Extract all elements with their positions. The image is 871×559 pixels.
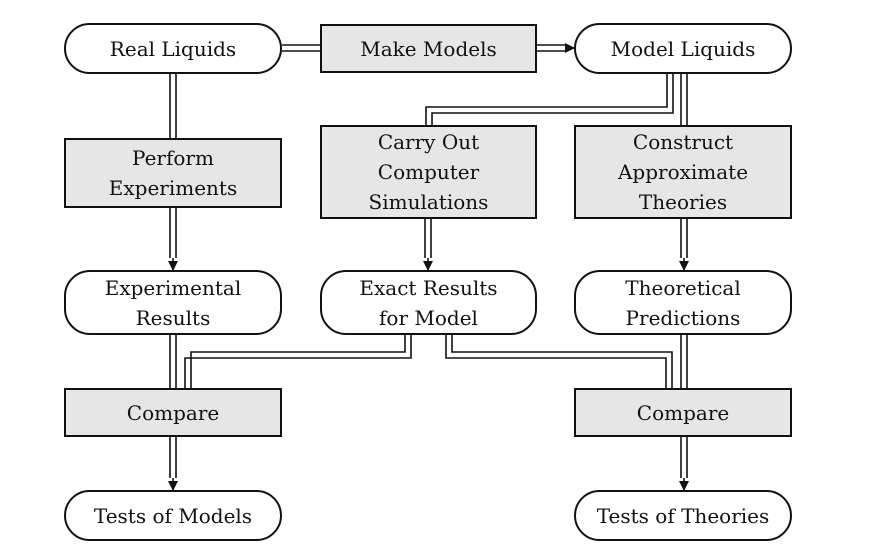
node-theoretical-predictions: Theoretical Predictions [574,270,792,335]
node-make-models: Make Models [320,24,537,73]
node-tests-of-models: Tests of Models [64,490,282,541]
node-exact-results: Exact Results for Model [320,270,537,335]
node-model-liquids: Model Liquids [574,23,792,74]
connector-real-to-make [282,44,320,52]
connector-predictions-to-compare [680,335,688,388]
connector-simulations-to-exact [423,219,433,271]
node-tests-of-theories: Tests of Theories [574,490,792,541]
connector-real-to-experiments [169,73,177,138]
node-perform-experiments: Perform Experiments [64,138,282,208]
node-real-liquids: Real Liquids [64,23,282,74]
connector-theories-to-predictions [679,219,689,271]
node-carry-out-simulations: Carry Out Computer Simulations [320,125,537,219]
node-construct-theories: Construct Approximate Theories [574,125,792,219]
node-compare-right: Compare [574,388,792,437]
connector-model-to-simulations [425,73,674,125]
connector-exact-to-compare-left [184,335,412,388]
connector-make-to-model [537,43,575,53]
connector-experiments-to-results [168,208,178,271]
node-experimental-results: Experimental Results [64,270,282,335]
connector-compare-to-tests-models [168,437,178,491]
node-compare-left: Compare [64,388,282,437]
connector-expresults-to-compare [169,335,177,388]
connector-model-to-theories [680,73,688,125]
connector-compare-to-tests-theories [679,437,689,491]
connector-exact-to-compare-right [445,335,673,388]
